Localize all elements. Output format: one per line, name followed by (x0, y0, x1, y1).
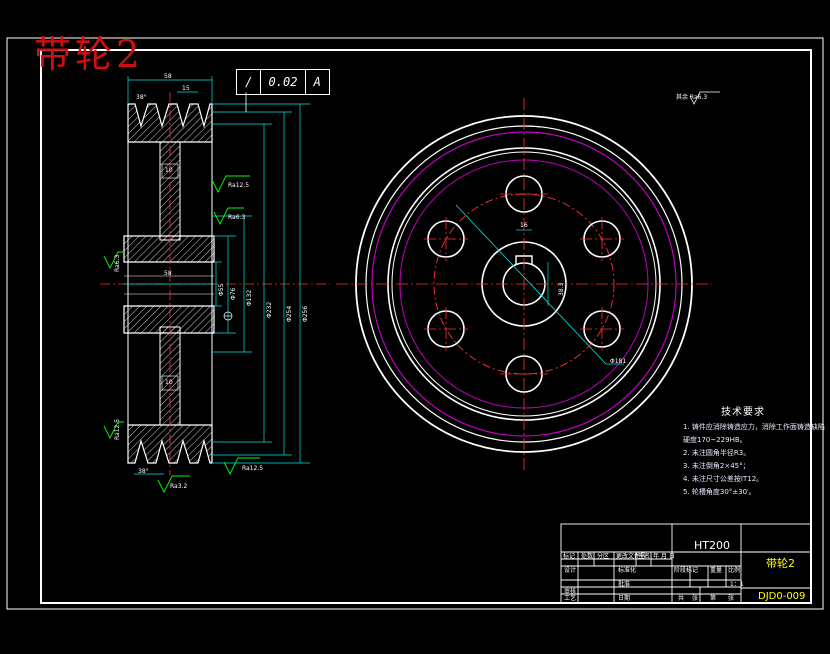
tech-item: 4. 未注尺寸公差按IT12。 (683, 475, 764, 483)
runout-symbol: / (237, 70, 262, 94)
tb-sheet-total: 共 (678, 595, 685, 602)
tech-item: 硬度170~229HB。 (683, 436, 747, 444)
dim-web-outer: Φ232 (266, 301, 273, 318)
roughness-label-3: Ra6.3 (114, 254, 121, 272)
scale-label: 1：1 (730, 581, 744, 588)
general-roughness-symbol (689, 91, 720, 105)
dim-width-total: 58 (164, 73, 172, 80)
datum-reference: A (313, 75, 321, 89)
roughness-label-1: Ra12.5 (228, 182, 250, 189)
dim-outer-diameter: Φ256 (302, 305, 309, 322)
tb-mid-standard: 标准化 (618, 567, 637, 574)
tech-item: 1. 铸件应消除铸造应力，消除工作面铸造缺陷 (683, 423, 825, 431)
material-label: HT200 (694, 539, 730, 552)
general-roughness-note: 其余 Ra6.3 (676, 94, 708, 101)
dim-hub: Φ76 (230, 287, 237, 300)
roughness-label-2: Ra6.3 (228, 214, 246, 221)
front-view (336, 98, 712, 470)
tb-scale-header: 比例 (728, 567, 741, 574)
tb-label-sign: 签名 (638, 553, 651, 560)
tb-weight: 重量 (710, 567, 723, 574)
hub-upper (123, 235, 215, 263)
tb-label-zone: 分区 (597, 553, 610, 560)
tb-stage-mark: 阶段标记 (674, 567, 699, 574)
sheet-outer-border (6, 37, 824, 610)
hub-lower (123, 305, 215, 334)
dim-pitch-diameter: Φ254 (286, 305, 293, 322)
tech-item: 3. 未注倒角2×45°； (683, 462, 750, 470)
tb-sheet-unit-2: 张 (728, 595, 735, 602)
dim-hub-width: 58 (164, 270, 172, 277)
tb-row-review: 审核 (564, 588, 577, 595)
dim-web-inner: Φ132 (246, 289, 253, 306)
drawing-code-label: DJD0-009 (758, 591, 806, 602)
tb-label-count: 处数 (581, 553, 594, 560)
dim-bore: Φ55 (218, 283, 225, 296)
dim-groove-pitch: 15 (182, 85, 190, 92)
front-centerlines (336, 98, 712, 470)
roughness-symbols (103, 175, 260, 494)
drawing-frame (40, 49, 812, 604)
tb-label-mark: 标记 (563, 553, 576, 560)
tolerance-value: 0.02 (261, 70, 306, 94)
tb-sheet-unit-1: 张 (692, 595, 699, 602)
section-view (100, 76, 330, 494)
tb-mid-date: 日期 (618, 595, 631, 602)
section-dimension-lines (124, 76, 310, 475)
title-block-lines (560, 523, 812, 604)
part-name-label: 带轮2 (766, 557, 795, 570)
roughness-label-5: Ra3.2 (170, 483, 188, 490)
tb-sheet-index: 第 (710, 595, 717, 602)
tolerance-frame: / 0.02 A (236, 69, 330, 95)
roughness-label-6: Ra12.5 (242, 465, 264, 472)
tech-requirements-title: 技术要求 (721, 407, 765, 418)
drawing-title: 带轮2 (34, 33, 144, 76)
technical-requirements: 技术要求 1. 铸件应消除铸造应力，消除工作面铸造缺陷 硬度170~229HB。… (683, 406, 825, 499)
tb-label-date: 年 月 日 (653, 553, 675, 560)
diameter-leader (455, 204, 607, 365)
tb-row-design: 设计 (564, 567, 577, 574)
tb-label-change-doc: 更改文件号 (616, 553, 647, 560)
tech-item: 2. 未注圆角半径R3。 (683, 449, 751, 457)
roughness-label-4: Ra12.5 (114, 418, 121, 440)
dim-groove-angle-bottom: 38° (138, 468, 149, 475)
dim-keyway-width: 16 (520, 222, 528, 229)
tb-mid-approve: 批准 (618, 581, 631, 588)
keyway (515, 255, 533, 264)
dim-hole-circle: Φ181 (610, 358, 627, 365)
dim-bore-depth: 38.3 (558, 282, 565, 296)
dim-web-thickness-top: 10 (165, 167, 173, 174)
tb-row-process: 工艺 (564, 595, 577, 602)
tech-item: 5. 轮槽角度30°±30′。 (683, 488, 756, 496)
dim-groove-angle-top: 38° (136, 94, 147, 101)
dim-web-thickness-bottom: 10 (165, 379, 173, 386)
